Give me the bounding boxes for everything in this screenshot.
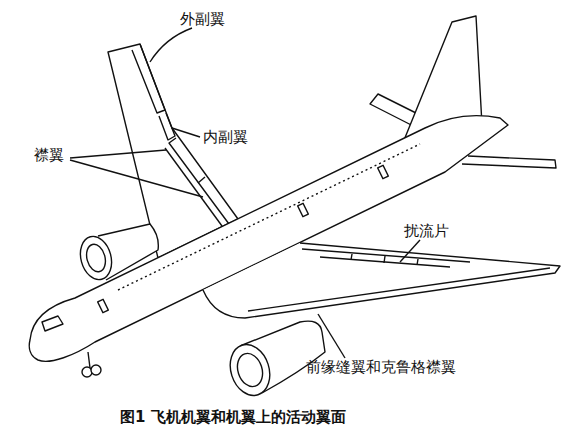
landing-gear [88, 352, 90, 368]
flap-line [302, 249, 470, 262]
engine-inlet [76, 233, 116, 283]
wheel [82, 367, 92, 377]
door [378, 165, 389, 178]
spoiler-panel [384, 256, 385, 263]
engine-inlet [233, 350, 266, 390]
leader-line [70, 160, 203, 197]
far-wing [108, 44, 238, 258]
outer-aileron [132, 44, 165, 113]
engine-inlet [224, 339, 276, 400]
inner-aileron [159, 113, 175, 140]
spoiler-line [320, 257, 450, 267]
door [298, 203, 309, 216]
leader-line [172, 128, 200, 137]
spoiler-panel [417, 259, 418, 265]
leading-edge-slat [248, 268, 550, 311]
engine-inlet [84, 242, 109, 274]
leader-line [318, 314, 345, 358]
horizontal-stabilizer [462, 156, 556, 168]
flap-split [198, 177, 205, 183]
near-wing [203, 243, 560, 318]
fuselage [29, 116, 508, 362]
leader-line [400, 240, 420, 262]
cockpit-window [42, 316, 63, 331]
part-label: 前缘缝翼和克鲁格襟翼 [306, 358, 456, 376]
part-label: 襟翼 [34, 146, 64, 164]
part-label: 外副翼 [180, 10, 225, 28]
leader-line [70, 150, 166, 158]
figure-caption: 图1 飞机机翼和机翼上的活动翼面 [120, 408, 346, 426]
flap-line [169, 138, 229, 224]
leader-line [150, 28, 192, 62]
wheel [91, 365, 101, 375]
part-label: 扰流片 [404, 222, 449, 240]
door [98, 299, 109, 312]
part-label: 内副翼 [203, 128, 248, 146]
spoiler-panel [351, 254, 352, 260]
flap-line [165, 148, 222, 226]
